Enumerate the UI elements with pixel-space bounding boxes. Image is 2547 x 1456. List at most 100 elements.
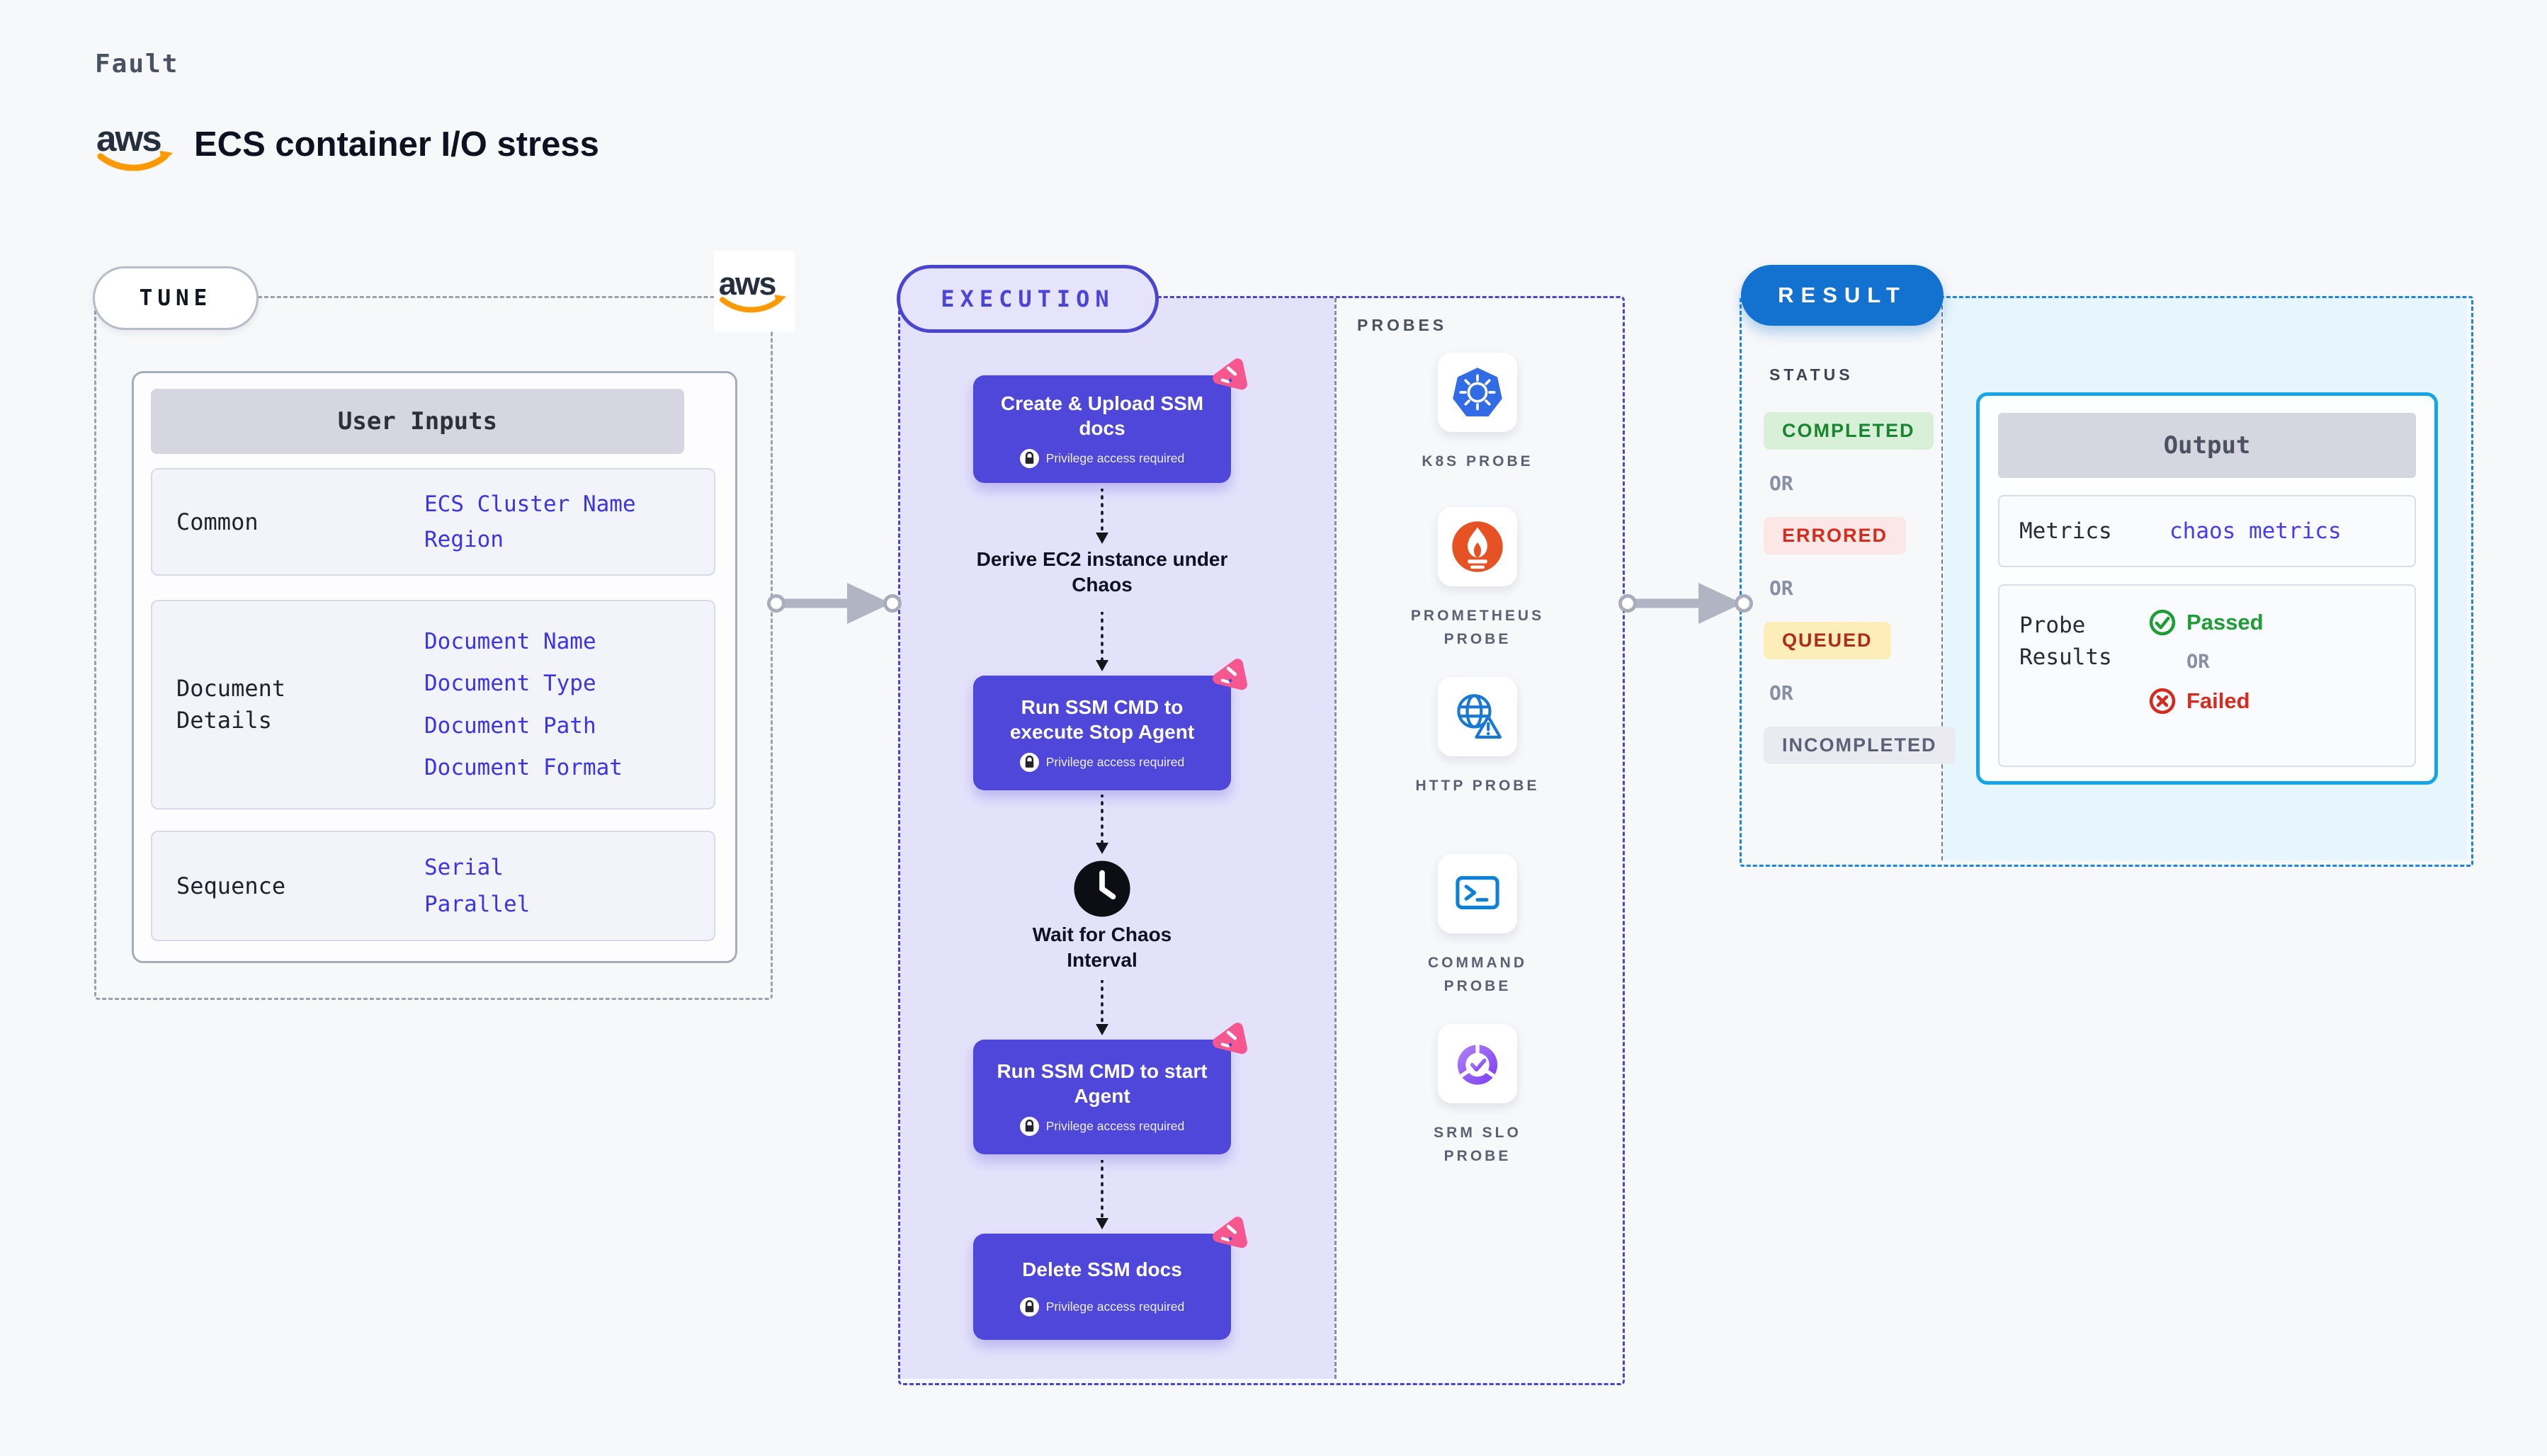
row-value: Document Type (424, 671, 596, 697)
probe-card-srm-slo (1438, 1024, 1517, 1103)
row-value: Document Name (424, 629, 596, 655)
slo-donut-check-icon (1457, 1043, 1498, 1085)
metrics-label: Metrics (2019, 518, 2112, 544)
aws-logo-text: aws (719, 267, 776, 302)
row-label: Common (176, 508, 259, 535)
step-title: Delete SSM docs (1022, 1258, 1182, 1280)
probe-or-separator: OR (2186, 651, 2210, 673)
probe-label-prometheus: PROMETHEUS PROBE (1410, 608, 1545, 647)
clock-icon (1074, 860, 1130, 917)
probes-divider (1334, 298, 1337, 1379)
step-derive-ec2-instance: Derive EC2 instance under Chaos (976, 548, 1228, 596)
privilege-label: Privilege access required (1045, 754, 1185, 769)
passed-line: Passed (2148, 608, 2264, 637)
result-divider (1941, 298, 1943, 860)
user-inputs-card: User Inputs Common ECS Cluster Name Regi… (132, 371, 737, 963)
page-title: ECS container I/O stress (194, 125, 599, 164)
row-label: Sequence (176, 872, 286, 899)
chaos-icon (1213, 358, 1248, 390)
row-value: ECS Cluster Name (424, 491, 636, 517)
probe-card-prometheus (1438, 507, 1517, 586)
flow-arrow-down (1096, 795, 1108, 854)
execution-section-frame (898, 296, 1625, 1385)
flow-arrow-down (1096, 1160, 1108, 1229)
chaos-icon (1213, 1023, 1248, 1054)
metrics-row: Metrics chaos metrics (1998, 495, 2416, 567)
table-row-common: Common ECS Cluster Name Region (151, 468, 715, 576)
step-run-ssm-cmd-stop-agent: Run SSM CMD to execute Stop Agent Privil… (973, 659, 1248, 790)
probe-results-label: Probe Results (2019, 613, 2112, 670)
aws-corner-logo: aws (714, 251, 795, 331)
table-row-document-details: Document Details Document Name Document … (151, 600, 715, 809)
probes-heading: PROBES (1357, 316, 1448, 334)
probe-card-command (1438, 854, 1517, 933)
tune-section-pill: TUNE (93, 266, 259, 330)
probe-results-row: Probe Results Passed OR Failed (1998, 584, 2416, 767)
privilege-badge: Privilege access required (1019, 448, 1185, 468)
chaos-icon (1213, 659, 1248, 690)
probe-label-k8s: K8S PROBE (1422, 453, 1533, 470)
prometheus-icon (1452, 521, 1503, 572)
lock-icon (1019, 1297, 1039, 1316)
privilege-label: Privilege access required (1045, 1118, 1185, 1133)
output-card: Output Metrics chaos metrics Probe Resul… (1976, 392, 2438, 785)
aws-logo-icon: aws (96, 118, 174, 171)
step-create-upload-ssm-docs: Create & Upload SSM docs Privilege acces… (973, 358, 1248, 483)
step-delete-ssm-docs: Delete SSM docs Privilege access require… (973, 1217, 1248, 1340)
status-or-separator: OR (1769, 681, 1793, 705)
lock-icon (1019, 448, 1039, 468)
globe-warning-icon (1457, 694, 1502, 739)
row-value: Serial (424, 855, 504, 880)
step-run-ssm-cmd-start-agent: Run SSM CMD to start Agent Privilege acc… (973, 1023, 1248, 1154)
tune-section-frame (94, 296, 773, 1000)
privilege-badge: Privilege access required (1019, 1116, 1185, 1136)
flow-arrow-down (1096, 980, 1108, 1035)
status-badge-queued: QUEUED (1764, 622, 1891, 659)
status-or-separator: OR (1769, 576, 1793, 600)
result-section-pill: RESULT (1741, 265, 1944, 326)
status-or-separator: OR (1769, 472, 1793, 495)
output-header: Output (1998, 413, 2416, 478)
x-circle-icon (2149, 688, 2176, 715)
result-section-frame (1740, 296, 2473, 867)
privilege-label: Privilege access required (1045, 450, 1185, 465)
passed-label: Passed (2186, 610, 2264, 635)
step-title: Create & Upload SSM docs (1000, 392, 1204, 439)
row-label: Document Details (176, 675, 286, 734)
row-values: Serial Parallel (339, 832, 714, 940)
execution-section-pill: EXECUTION (897, 265, 1159, 333)
probe-card-k8s (1438, 353, 1517, 432)
probe-card-http (1438, 677, 1517, 756)
status-badge-errored: ERRORED (1764, 517, 1907, 554)
table-row-sequence: Sequence Serial Parallel (151, 831, 715, 941)
kubernetes-icon (1453, 368, 1502, 417)
probe-results-values: Passed OR Failed (2148, 586, 2264, 766)
status-badge-incompleted: INCOMPLETED (1764, 727, 1956, 764)
status-heading: STATUS (1769, 365, 1854, 384)
row-value: Document Path (424, 712, 596, 739)
execution-to-result-arrow (1618, 583, 1753, 624)
failed-line: Failed (2148, 687, 2264, 715)
tune-to-execution-arrow (767, 583, 902, 624)
failed-label: Failed (2186, 688, 2250, 713)
fault-eyebrow: Fault (95, 50, 179, 79)
flow-arrow-down (1096, 612, 1108, 671)
aws-logo-text: aws (96, 119, 161, 159)
privilege-badge: Privilege access required (1019, 1297, 1184, 1316)
row-values: ECS Cluster Name Region (339, 470, 714, 574)
privilege-badge: Privilege access required (1019, 752, 1185, 772)
metrics-value: chaos metrics (2169, 518, 2342, 544)
chaos-icon (1213, 1217, 1248, 1249)
terminal-icon (1456, 876, 1499, 909)
status-badge-completed: COMPLETED (1764, 412, 1934, 450)
row-value: Region (424, 527, 504, 553)
probe-label-command: COMMAND PROBE (1428, 955, 1527, 994)
probe-label-http: HTTP PROBE (1415, 778, 1540, 794)
step-title: Run SSM CMD to start Agent (997, 1059, 1208, 1107)
probe-label-srm-slo: SRM SLO PROBE (1434, 1125, 1521, 1164)
lock-icon (1019, 1116, 1039, 1136)
user-inputs-header: User Inputs (151, 389, 684, 454)
row-values: Document Name Document Type Document Pat… (339, 601, 714, 808)
check-circle-icon (2149, 609, 2176, 636)
